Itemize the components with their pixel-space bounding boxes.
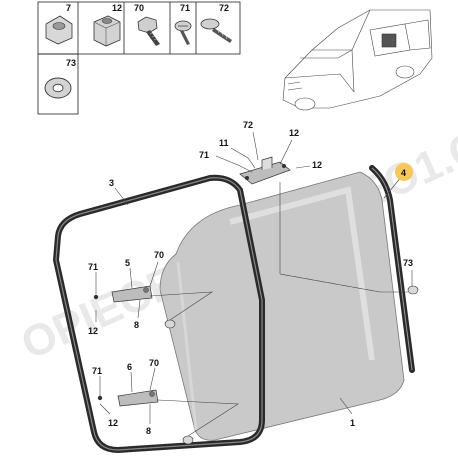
callout-12-lower: 12 [108, 418, 118, 428]
washer-icon [44, 77, 72, 99]
callout-11: 11 [219, 138, 229, 148]
callout-12-upper: 12 [88, 326, 98, 336]
callout-12-right: 12 [312, 160, 322, 170]
cage-nut-icon [45, 15, 73, 45]
parts-table: 7 12 70 71 72 73 [37, 1, 241, 115]
callout-72-top: 72 [243, 120, 253, 130]
callout-70-upper: 70 [154, 250, 164, 260]
callout-70-lower: 70 [149, 358, 159, 368]
callout-12-top: 12 [289, 128, 299, 138]
clip-nut-icon [93, 15, 121, 47]
van-illustration [282, 9, 433, 111]
callout-1: 1 [350, 418, 355, 428]
callout-5: 5 [125, 258, 130, 268]
screw-icon [174, 20, 192, 45]
self-tapping-screw-icon [200, 18, 232, 43]
upper-hinge-assembly [239, 156, 291, 185]
part-number-73: 73 [66, 58, 76, 68]
strip-washer [407, 285, 419, 295]
callout-8-upper: 8 [134, 320, 139, 330]
callout-3: 3 [109, 178, 114, 188]
callout-71-top: 71 [199, 150, 209, 160]
callout-4: 4 [401, 168, 406, 178]
window-seal [53, 174, 265, 453]
run-channel-strip [369, 165, 415, 373]
door-glass [159, 171, 405, 441]
hex-bolt-icon [137, 16, 160, 46]
part-number-7: 7 [66, 3, 71, 13]
callout-73: 73 [403, 258, 413, 268]
upper-latch-assembly [93, 285, 176, 329]
part-number-72: 72 [219, 3, 229, 13]
callout-6: 6 [127, 362, 132, 372]
leader-lines [95, 131, 413, 437]
callout-71-lower: 71 [92, 366, 102, 376]
callout-71-upper: 71 [88, 262, 98, 272]
callout-8-lower: 8 [146, 426, 151, 436]
lower-latch-assembly [97, 389, 194, 445]
callout-4-highlight [395, 163, 413, 181]
part-number-71: 71 [180, 3, 190, 13]
part-number-70: 70 [134, 3, 144, 13]
part-number-12: 12 [112, 3, 122, 13]
callout-labels: 72 11 12 71 12 3 4 5 70 71 12 8 73 70 6 … [88, 120, 413, 436]
